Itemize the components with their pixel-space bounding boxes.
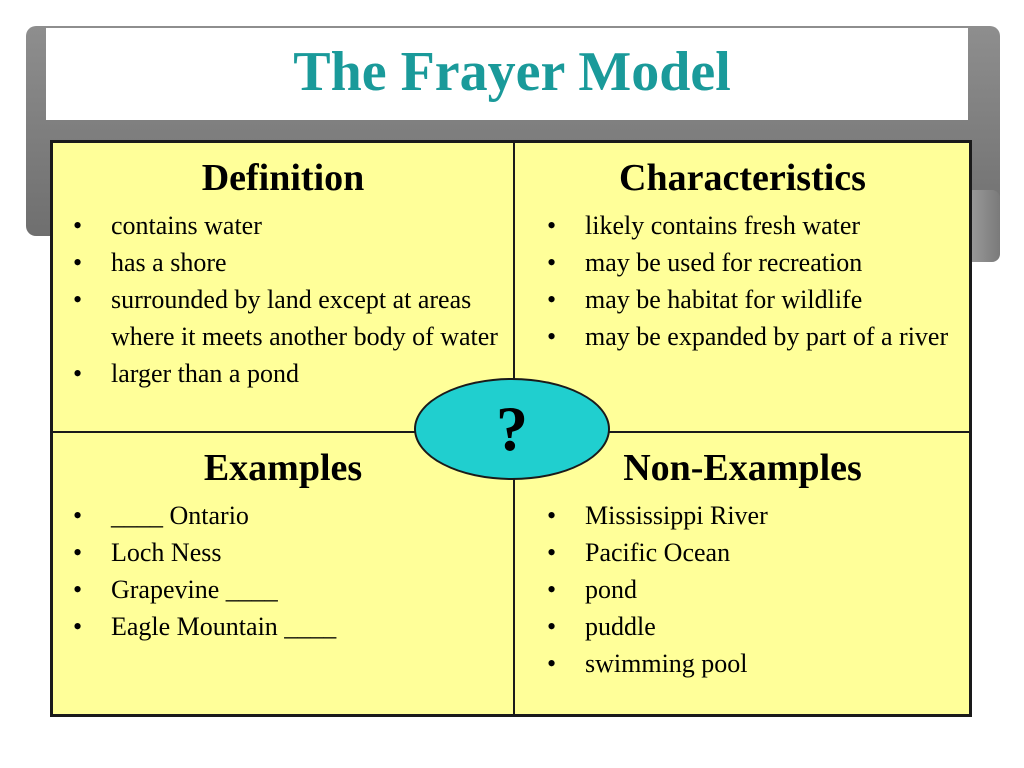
bullet-icon: • <box>547 538 557 567</box>
list-item: • contains water <box>53 207 513 244</box>
bullet-icon: • <box>73 285 83 314</box>
bullet-icon: • <box>547 575 557 604</box>
bullet-icon: • <box>73 248 83 277</box>
list-item-text: ____ Ontario <box>111 501 249 530</box>
list-item-text: Grapevine ____ <box>111 575 278 604</box>
non-examples-heading: Non-Examples <box>623 447 862 489</box>
list-item: • pond <box>515 571 970 608</box>
bullet-icon: • <box>547 211 557 240</box>
list-item: • Mississippi River <box>515 497 970 534</box>
list-item: • Eagle Mountain ____ <box>53 608 513 645</box>
list-item-text: pond <box>585 575 637 604</box>
list-item: • ____ Ontario <box>53 497 513 534</box>
non-examples-list: •Mississippi River •Pacific Ocean •pond … <box>515 497 970 682</box>
bullet-icon: • <box>547 248 557 277</box>
bullet-icon: • <box>547 285 557 314</box>
list-item: • Loch Ness <box>53 534 513 571</box>
bullet-icon: • <box>547 501 557 530</box>
list-item-text: swimming pool <box>585 649 748 678</box>
list-item-text: contains water <box>111 211 262 240</box>
list-item: • has a shore <box>53 244 513 281</box>
list-item: • may be expanded by part of a river <box>515 318 970 355</box>
non-examples-quadrant: Non-Examples • Mississippi River • Pacific… <box>515 433 970 715</box>
bullet-icon: • <box>73 211 83 240</box>
characteristics-list: • likely contains fresh water • may be use… <box>515 207 970 355</box>
characteristics-quadrant: Characteristics • likely contains fresh w… <box>515 143 970 431</box>
examples-heading: Examples <box>203 447 363 489</box>
list-item: • puddle <box>515 608 970 645</box>
question-mark: ? <box>496 393 528 464</box>
list-item-text: Loch Ness <box>111 538 222 567</box>
list-item: • surrounded by land except at areas wher… <box>53 281 513 355</box>
bullet-icon: • <box>73 359 83 388</box>
list-item-text: Pacific Ocean <box>585 538 731 567</box>
title-box <box>46 28 968 120</box>
bullet-icon: • <box>547 649 557 678</box>
bullet-icon: • <box>547 612 557 641</box>
list-item-text: Eagle Mountain ____ <box>111 612 337 641</box>
bullet-icon: • <box>547 322 557 351</box>
bullet-icon: • <box>73 575 83 604</box>
list-item-text: may be habitat for wildlife <box>585 285 863 314</box>
list-item-text: may be used for recreation <box>585 248 863 277</box>
page-title: The Frayer Model <box>293 41 731 103</box>
definition-heading: Definition <box>201 157 365 199</box>
examples-quadrant: Examples • ____ Ontario • Loch Ness • Grape… <box>53 433 513 715</box>
list-item: • likely contains fresh water <box>515 207 970 244</box>
list-item: • Pacific Ocean <box>515 534 970 571</box>
list-item-text: surrounded by land except at areas where… <box>111 285 498 351</box>
examples-list: • ____ Ontario • Loch Ness • Grapevine ____… <box>53 497 513 645</box>
list-item: • may be habitat for wildlife <box>515 281 970 318</box>
bullet-icon: • <box>73 501 83 530</box>
list-item: • swimming pool <box>515 645 970 682</box>
list-item-text: has a shore <box>111 248 227 277</box>
list-item-text: puddle <box>585 612 656 641</box>
bullet-icon: • <box>73 612 83 641</box>
list-item-text: larger than a pond <box>111 359 299 388</box>
bullet-icon: • <box>73 538 83 567</box>
list-item: • larger than a pond <box>53 355 513 392</box>
list-item: • may be used for recreation <box>515 244 970 281</box>
list-item: • Grapevine ____ <box>53 571 513 608</box>
frayer-grid: Definition • contains water • has a shore … <box>50 140 972 717</box>
center-ellipse: ? <box>414 378 610 480</box>
characteristics-heading: Characteristics <box>619 157 866 199</box>
definition-list: • contains water • has a shore • surrounded… <box>53 207 513 392</box>
list-item-text: may be expanded by part of a river <box>585 322 949 351</box>
list-item-text: likely contains fresh water <box>585 211 861 240</box>
list-item-text: Mississippi River <box>585 501 768 530</box>
definition-quadrant: Definition • contains water • has a shore … <box>53 143 513 431</box>
slide-frame-tab <box>970 190 1000 262</box>
